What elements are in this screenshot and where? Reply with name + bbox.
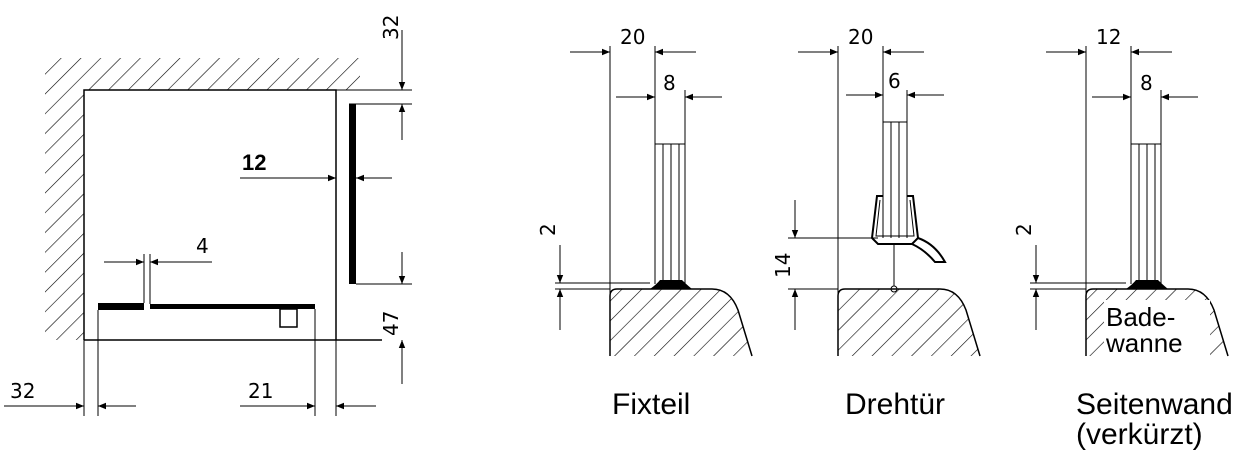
plan-view: 32 12 4 47 32 21 [4, 15, 412, 416]
seal [1126, 280, 1168, 289]
caption-fixteil: Fixteil [612, 388, 690, 421]
dim-top-right: 32 [379, 15, 403, 40]
fixed-panel [98, 303, 144, 310]
tub-label-line2: wanne [1105, 328, 1183, 358]
dim-bottom-right: 21 [248, 379, 273, 403]
door-handle [279, 308, 298, 328]
dim-left: 14 [771, 253, 795, 278]
tub-label-line1: Bade- [1106, 302, 1175, 332]
dim-outer: 12 [1096, 25, 1121, 49]
dim-left: 2 [1012, 223, 1036, 236]
dim-inner: 8 [1140, 71, 1153, 95]
dim-left-bottom: 32 [10, 379, 35, 403]
dim-outer: 20 [620, 25, 645, 49]
wall-outline [83, 89, 337, 340]
door-seal [870, 195, 920, 245]
section-drehtuer: 20 6 14 Drehtür [771, 25, 981, 421]
caption-drehtuer: Drehtür [845, 388, 945, 421]
dim-panel-gap: 12 [242, 150, 266, 175]
tub-rim [838, 289, 980, 356]
wall-hatch [45, 58, 360, 340]
dim-inner: 8 [663, 71, 676, 95]
dim-left: 2 [536, 223, 560, 236]
seal [650, 280, 692, 289]
tub-rim [610, 289, 752, 356]
caption-seitenwand-line1: Seitenwand [1076, 388, 1233, 421]
dim-door-gap: 4 [196, 234, 209, 258]
dim-right-bottom: 47 [379, 311, 403, 336]
door-panel [150, 304, 315, 309]
dim-inner: 6 [888, 69, 901, 93]
section-fixteil: 20 8 2 Fixteil [536, 25, 753, 421]
caption-seitenwand-line2: (verkürzt) [1076, 418, 1203, 451]
section-seitenwand: 12 8 2 Bade- wanne Seitenwand (verkürzt) [1012, 25, 1233, 451]
side-panel [349, 104, 356, 284]
dim-outer: 20 [848, 25, 873, 49]
